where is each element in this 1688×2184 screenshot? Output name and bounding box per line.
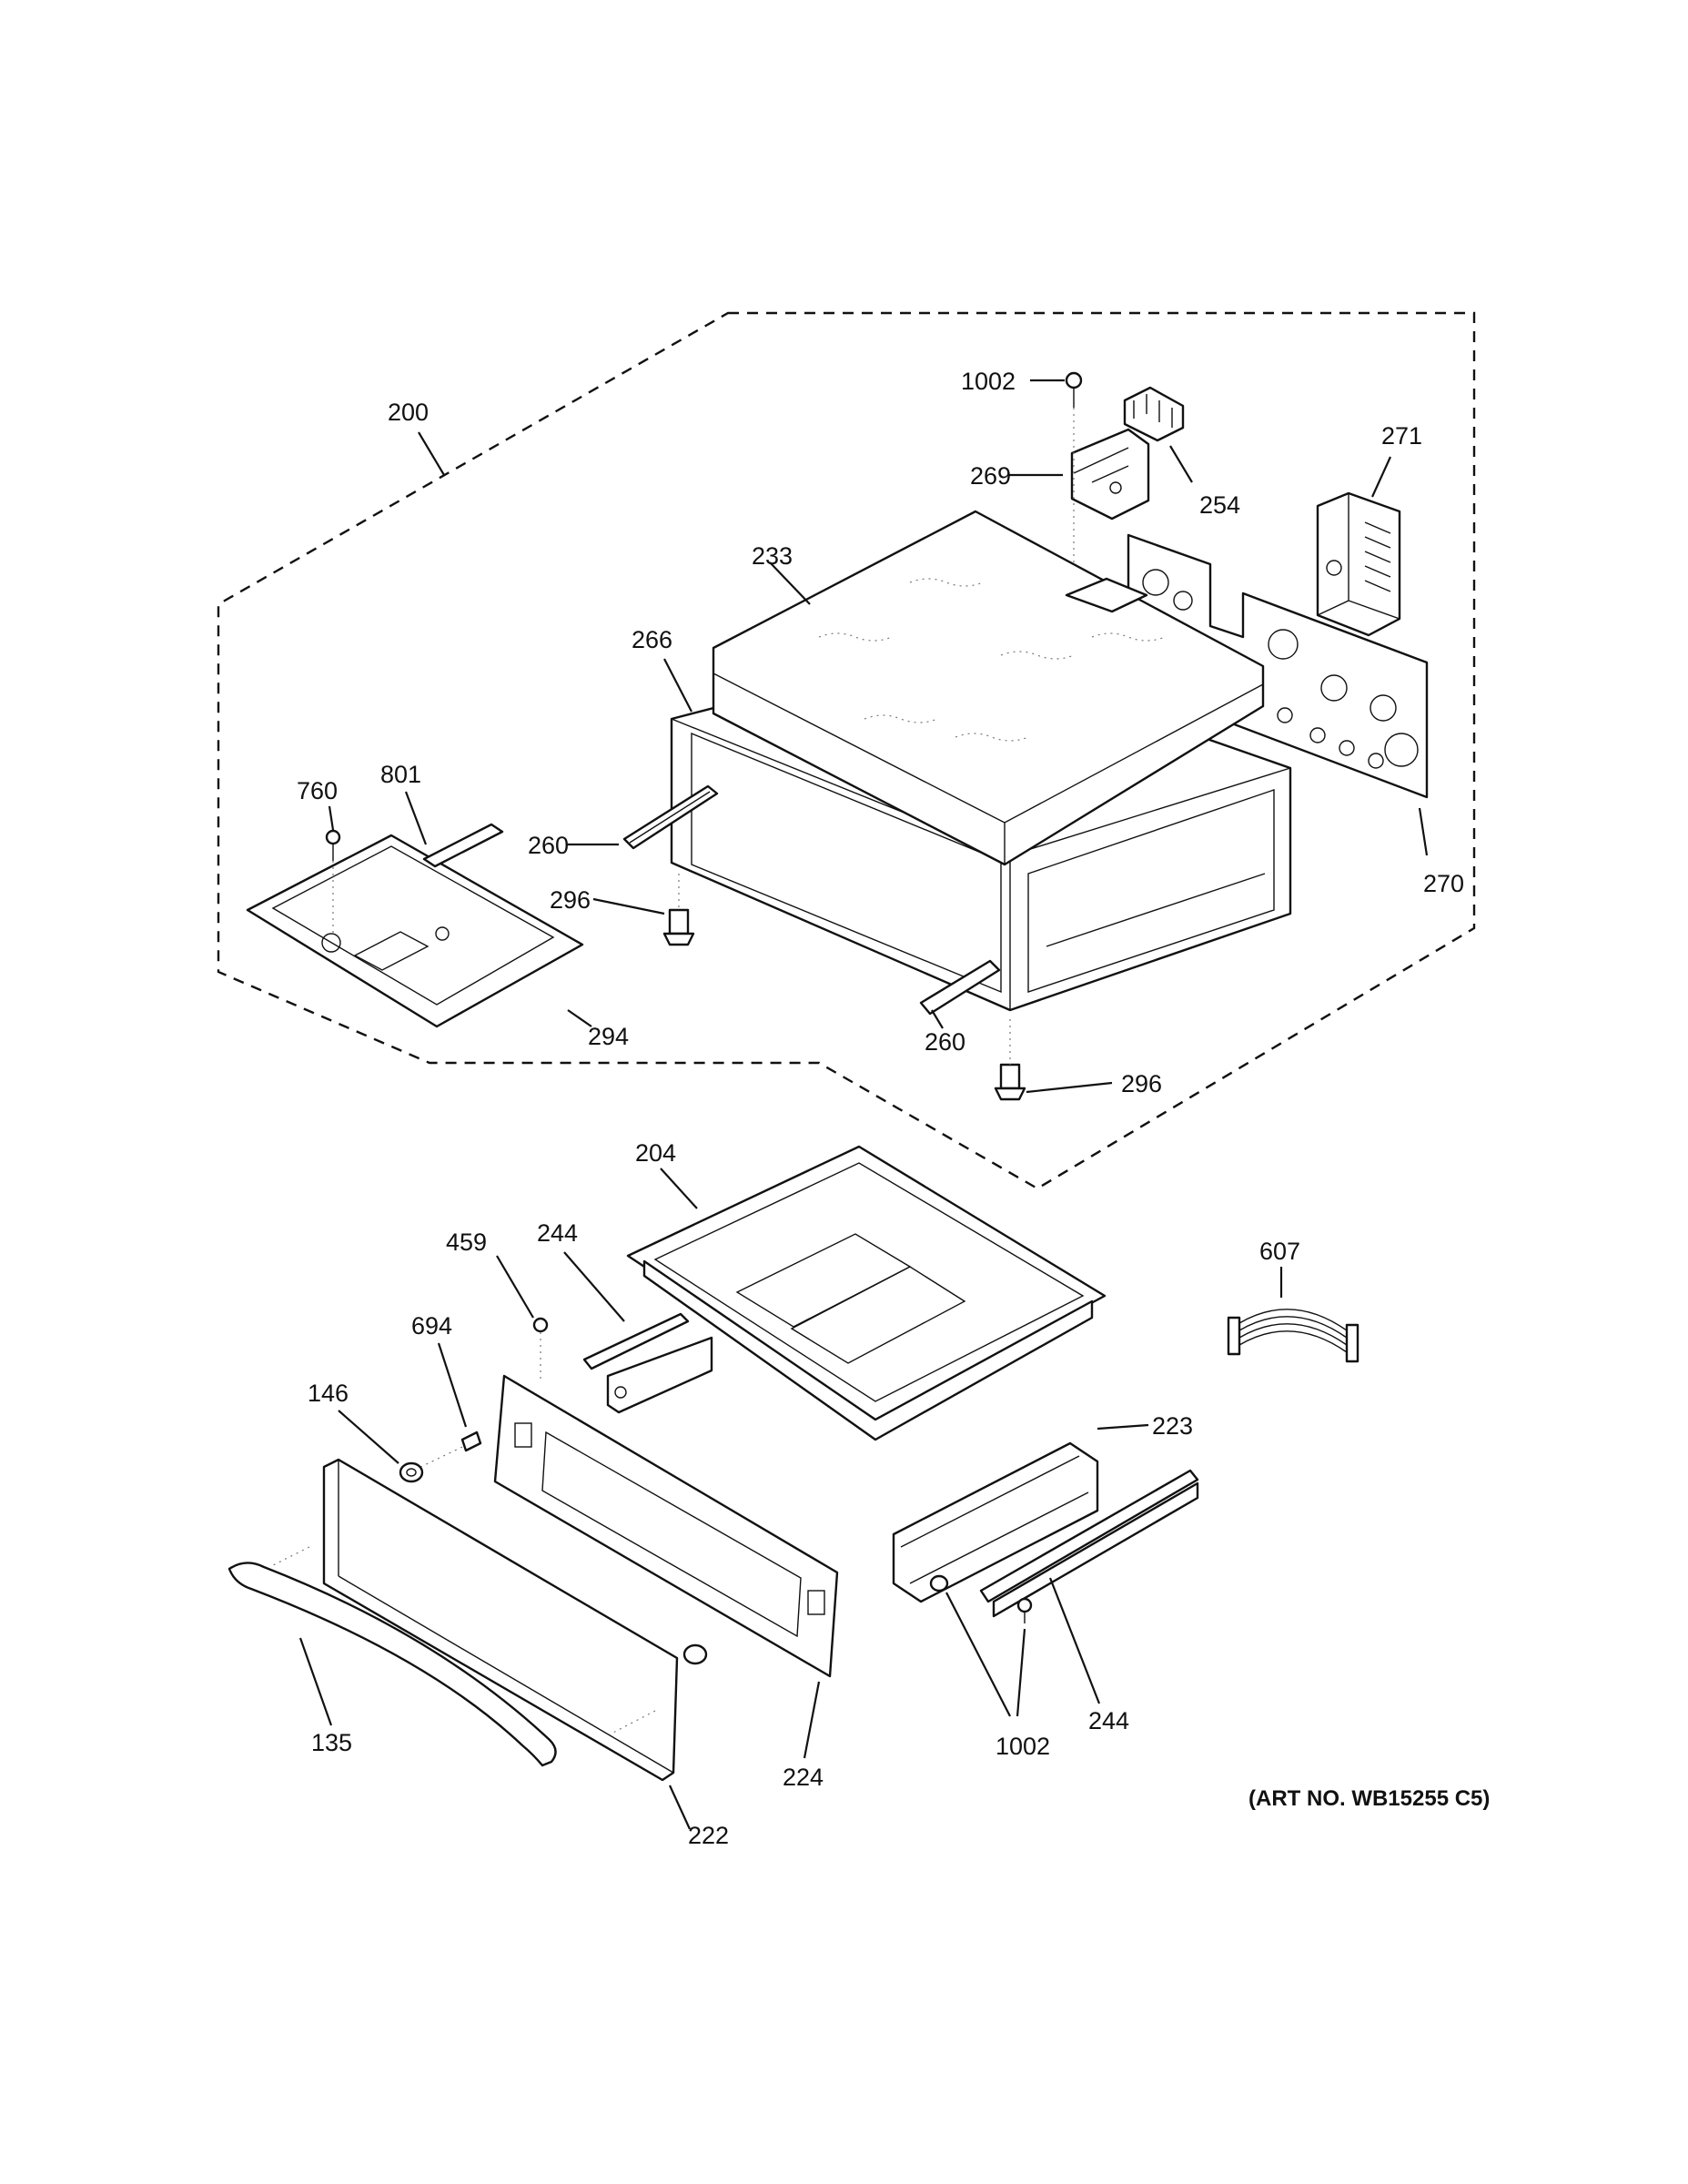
callout-244-a: 244 bbox=[537, 1219, 578, 1247]
callout-223: 223 bbox=[1152, 1412, 1193, 1440]
art-number: (ART NO. WB15255 C5) bbox=[1248, 1786, 1490, 1811]
callout-296-a: 296 bbox=[550, 886, 591, 914]
leader-lines bbox=[298, 379, 1429, 1830]
callout-222: 222 bbox=[688, 1822, 729, 1849]
callout-760: 760 bbox=[297, 777, 338, 804]
callout-459: 459 bbox=[446, 1228, 487, 1256]
terminal-801 bbox=[422, 823, 504, 868]
callout-254: 254 bbox=[1199, 491, 1240, 519]
screw-1002-bottom-a bbox=[929, 1574, 949, 1592]
assembly-200-boundary bbox=[217, 311, 1476, 1190]
callout-1002-bot: 1002 bbox=[996, 1733, 1050, 1760]
side-rail-244-a bbox=[582, 1312, 713, 1414]
callout-200: 200 bbox=[388, 399, 429, 426]
heating-element-294 bbox=[246, 834, 584, 1028]
control-board-271 bbox=[1316, 491, 1401, 637]
terminal-block-254 bbox=[1123, 386, 1185, 442]
callout-270: 270 bbox=[1423, 870, 1464, 897]
callout-233: 233 bbox=[752, 542, 793, 570]
screw-1002-top bbox=[1065, 371, 1083, 592]
drawer-frame-223 bbox=[892, 1441, 1099, 1603]
callout-607: 607 bbox=[1259, 1238, 1300, 1265]
callout-266: 266 bbox=[632, 626, 672, 653]
grommet-146 bbox=[399, 1461, 424, 1483]
screw-459 bbox=[532, 1317, 549, 1383]
bracket-269 bbox=[1070, 428, 1150, 521]
callout-1002-top: 1002 bbox=[961, 368, 1016, 395]
screw-760 bbox=[325, 829, 341, 937]
slide-rail-260-left bbox=[622, 784, 719, 850]
callout-244-b: 244 bbox=[1088, 1707, 1129, 1734]
callout-694: 694 bbox=[411, 1312, 452, 1340]
screw-694 bbox=[412, 1431, 482, 1471]
callout-260-a: 260 bbox=[528, 832, 569, 859]
callout-269: 269 bbox=[970, 462, 1011, 490]
callout-224: 224 bbox=[783, 1764, 824, 1791]
callout-135: 135 bbox=[311, 1729, 352, 1756]
leveling-leg-296-b bbox=[994, 1019, 1026, 1101]
callout-801: 801 bbox=[380, 761, 421, 788]
callout-296-b: 296 bbox=[1121, 1070, 1162, 1097]
callout-271: 271 bbox=[1381, 422, 1422, 450]
drawer-panel-224 bbox=[493, 1374, 839, 1678]
screw-1002-bottom-b bbox=[1016, 1597, 1033, 1623]
callout-204: 204 bbox=[635, 1139, 676, 1167]
callout-294: 294 bbox=[588, 1023, 629, 1050]
handle-135 bbox=[227, 1562, 557, 1767]
callout-146: 146 bbox=[308, 1380, 349, 1407]
callout-260-b: 260 bbox=[925, 1028, 965, 1056]
callout-labels: 200 1002 269 254 271 233 266 760 801 260… bbox=[297, 368, 1464, 1849]
slide-rail-260-right bbox=[919, 959, 1001, 1016]
side-rail-244-b bbox=[979, 1469, 1199, 1618]
wire-harness-607 bbox=[1227, 1309, 1359, 1363]
drawer-pan-204 bbox=[626, 1145, 1107, 1441]
leveling-leg-296-a bbox=[662, 874, 695, 946]
insulation-blanket-233 bbox=[712, 510, 1265, 866]
drawer-front-222 bbox=[272, 1458, 708, 1782]
